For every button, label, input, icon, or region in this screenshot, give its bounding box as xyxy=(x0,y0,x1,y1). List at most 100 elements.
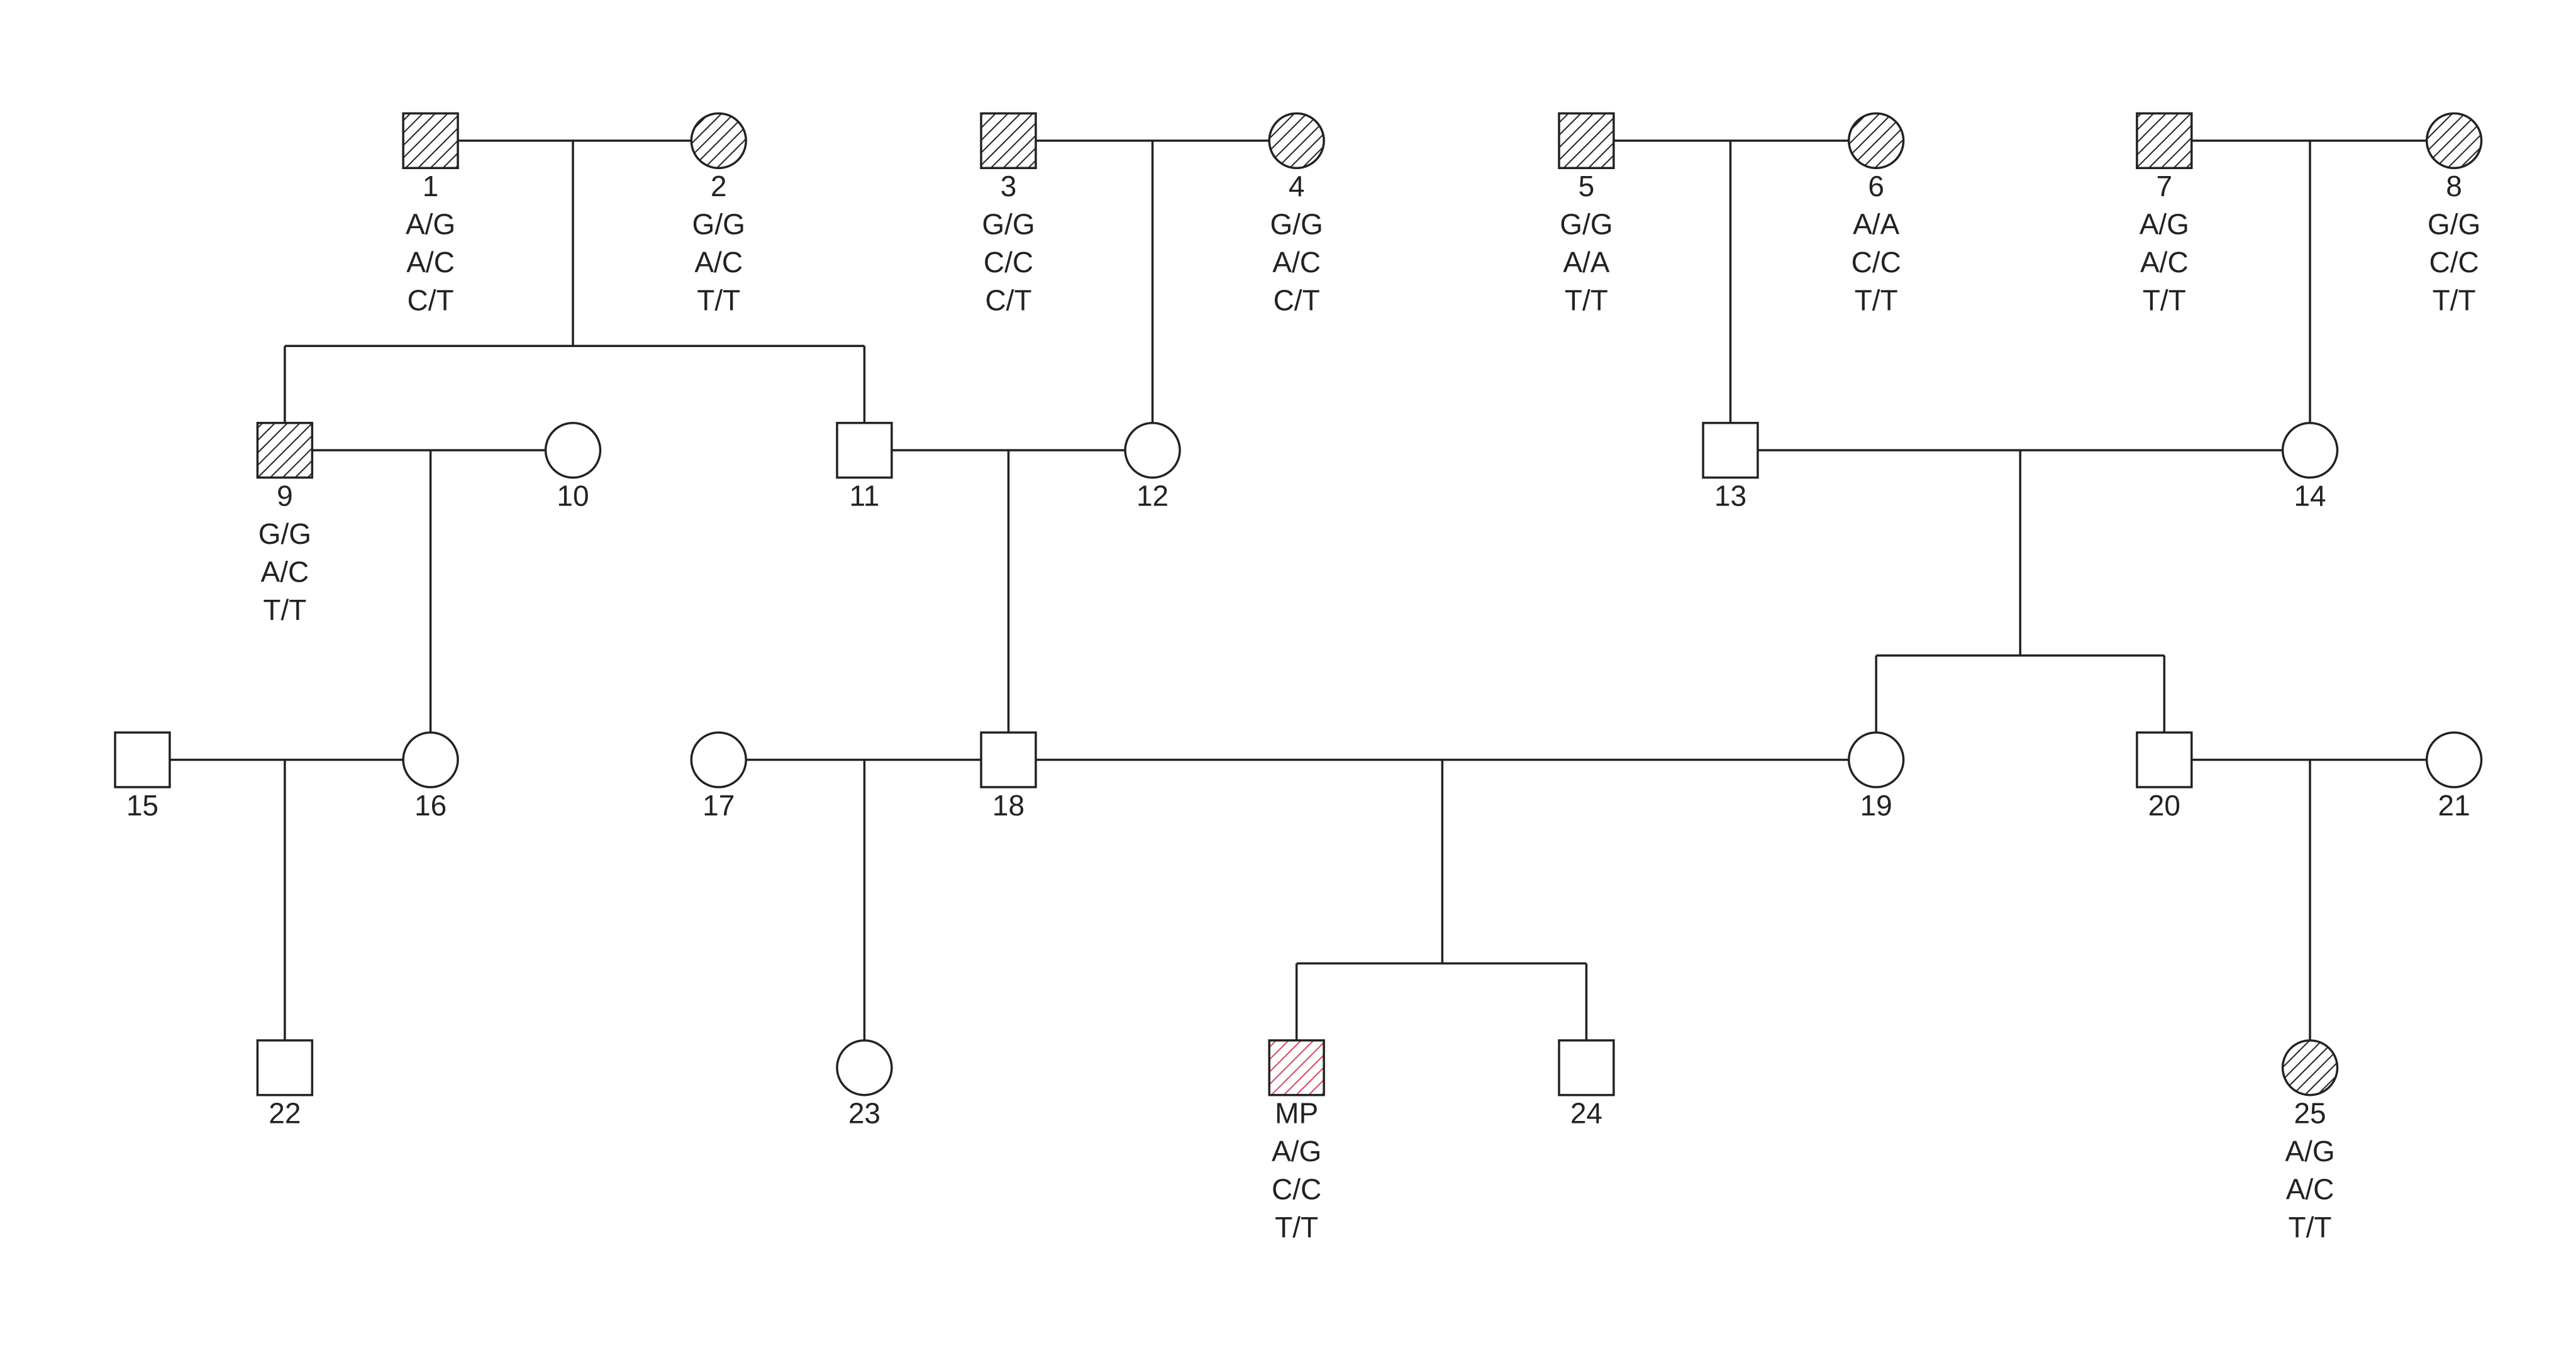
genotype-label: G/G xyxy=(258,517,311,550)
individual-17: 17 xyxy=(690,731,747,822)
genotype-label: C/C xyxy=(984,246,1033,279)
individual-id-label: 4 xyxy=(1289,170,1305,202)
individual-id-label: 12 xyxy=(1136,479,1169,512)
individual-21: 21 xyxy=(2425,731,2483,822)
male-square-symbol xyxy=(114,731,171,788)
male-square-symbol xyxy=(1702,421,1759,479)
female-circle-symbol xyxy=(2281,1039,2339,1096)
individual-13: 13 xyxy=(1702,421,1759,512)
genotype-label: T/T xyxy=(2289,1211,2332,1244)
genotype-label: C/T xyxy=(1274,284,1320,317)
female-circle-symbol xyxy=(2425,112,2483,169)
individual-id-label: 14 xyxy=(2294,479,2326,512)
individual-id-label: 22 xyxy=(269,1096,301,1129)
genotype-label: A/G xyxy=(2285,1135,2334,1168)
genotype-label: A/C xyxy=(2140,246,2189,279)
genotype-label: C/T xyxy=(985,284,1031,317)
genotype-label: G/G xyxy=(692,208,745,241)
individual-23: 23 xyxy=(836,1039,893,1129)
genotype-label: A/C xyxy=(1272,246,1321,279)
female-circle-symbol xyxy=(2281,421,2339,479)
genotype-label: A/G xyxy=(2140,208,2189,241)
individual-id-label: 17 xyxy=(702,789,735,822)
genotype-label: A/C xyxy=(406,246,455,279)
individual-id-label: 13 xyxy=(1714,479,1746,512)
individual-22: 22 xyxy=(256,1039,314,1129)
relationship-lines xyxy=(169,140,2427,1041)
individual-3: 3G/G C/C C/T xyxy=(980,112,1037,317)
male-square-symbol xyxy=(980,731,1037,788)
female-circle-symbol xyxy=(1124,421,1181,479)
genotype-label: G/G xyxy=(982,208,1035,241)
individual-id-label: 7 xyxy=(2157,170,2173,202)
genotype-label: C/T xyxy=(408,284,454,317)
genotype-label: A/A xyxy=(1853,208,1899,241)
genotype-label: T/T xyxy=(1855,284,1898,317)
female-circle-symbol xyxy=(544,421,602,479)
genotype-label: C/C xyxy=(1852,246,1901,279)
individual-1: 1A/G A/C C/T xyxy=(402,112,459,317)
male-square-symbol xyxy=(1558,112,1615,169)
individual-id-label: 24 xyxy=(1570,1096,1602,1129)
individual-8: 8G/GC/CT/T xyxy=(2425,112,2483,317)
individual-11: 11 xyxy=(836,421,893,512)
individual-id-label: 16 xyxy=(414,789,447,822)
genotype-label: T/T xyxy=(1275,1211,1318,1244)
male-square-symbol xyxy=(256,421,314,479)
female-circle-symbol xyxy=(2425,731,2483,788)
individual-id-label: 20 xyxy=(2148,789,2180,822)
genotype-label: C/C xyxy=(1272,1173,1321,1206)
individual-18: 18 xyxy=(980,731,1037,822)
genotype-label: A/C xyxy=(2286,1173,2334,1206)
individual-7: 7A/GA/CT/T xyxy=(2136,112,2193,317)
individual-4: 4G/G A/C C/T xyxy=(1268,112,1325,317)
genotype-label: C/C xyxy=(2429,246,2479,279)
individual-id-label: 19 xyxy=(1860,789,1892,822)
genotype-label: A/G xyxy=(406,208,455,241)
individual-id-label: 18 xyxy=(992,789,1024,822)
individual-id-label: 2 xyxy=(711,170,727,202)
individual-25: 25A/G A/C T/T xyxy=(2281,1039,2339,1244)
female-circle-symbol xyxy=(690,731,747,788)
individual-19: 19 xyxy=(1847,731,1905,822)
female-circle-symbol xyxy=(402,731,459,788)
individual-24: 24 xyxy=(1558,1039,1615,1129)
male-square-symbol xyxy=(1268,1039,1325,1096)
male-square-symbol xyxy=(980,112,1037,169)
individual-15: 15 xyxy=(114,731,171,822)
genotype-label: G/G xyxy=(1560,208,1613,241)
genotype-label: A/A xyxy=(1563,246,1609,279)
individual-id-label: 10 xyxy=(557,479,589,512)
individual-id-label: 3 xyxy=(1001,170,1017,202)
individual-MP: MPA/GC/CT/T xyxy=(1268,1039,1325,1244)
male-square-symbol xyxy=(836,421,893,479)
female-circle-symbol xyxy=(1268,112,1325,169)
individual-6: 6A/A C/C T/T xyxy=(1847,112,1905,317)
male-square-symbol xyxy=(402,112,459,169)
individual-5: 5G/GA/AT/T xyxy=(1558,112,1615,317)
individual-16: 16 xyxy=(402,731,459,822)
individual-id-label: 25 xyxy=(2294,1096,2326,1129)
individual-id-label: MP xyxy=(1275,1096,1318,1129)
individual-2: 2G/GA/CT/T xyxy=(690,112,747,317)
genotype-label: T/T xyxy=(2433,284,2476,317)
male-square-symbol xyxy=(2136,731,2193,788)
individual-id-label: 6 xyxy=(1868,170,1884,202)
individual-id-label: 11 xyxy=(850,479,880,512)
individual-id-label: 9 xyxy=(277,479,293,512)
male-square-symbol xyxy=(2136,112,2193,169)
individual-9: 9G/GA/CT/T xyxy=(256,421,314,626)
individuals: 1A/G A/C C/T 2G/G A/C T/T 3G/G C/C C/T 4G/G A/C C/T… xyxy=(114,112,2483,1244)
individual-id-label: 23 xyxy=(848,1096,880,1129)
genotype-label: G/G xyxy=(2428,208,2480,241)
individual-20: 20 xyxy=(2136,731,2193,822)
genotype-label: G/G xyxy=(1270,208,1323,241)
genotype-label: T/T xyxy=(697,284,740,317)
individual-id-label: 1 xyxy=(423,170,439,202)
genotype-label: T/T xyxy=(263,593,306,626)
male-square-symbol xyxy=(1558,1039,1615,1096)
female-circle-symbol xyxy=(1847,731,1905,788)
individual-14: 14 xyxy=(2281,421,2339,512)
female-circle-symbol xyxy=(1847,112,1905,169)
